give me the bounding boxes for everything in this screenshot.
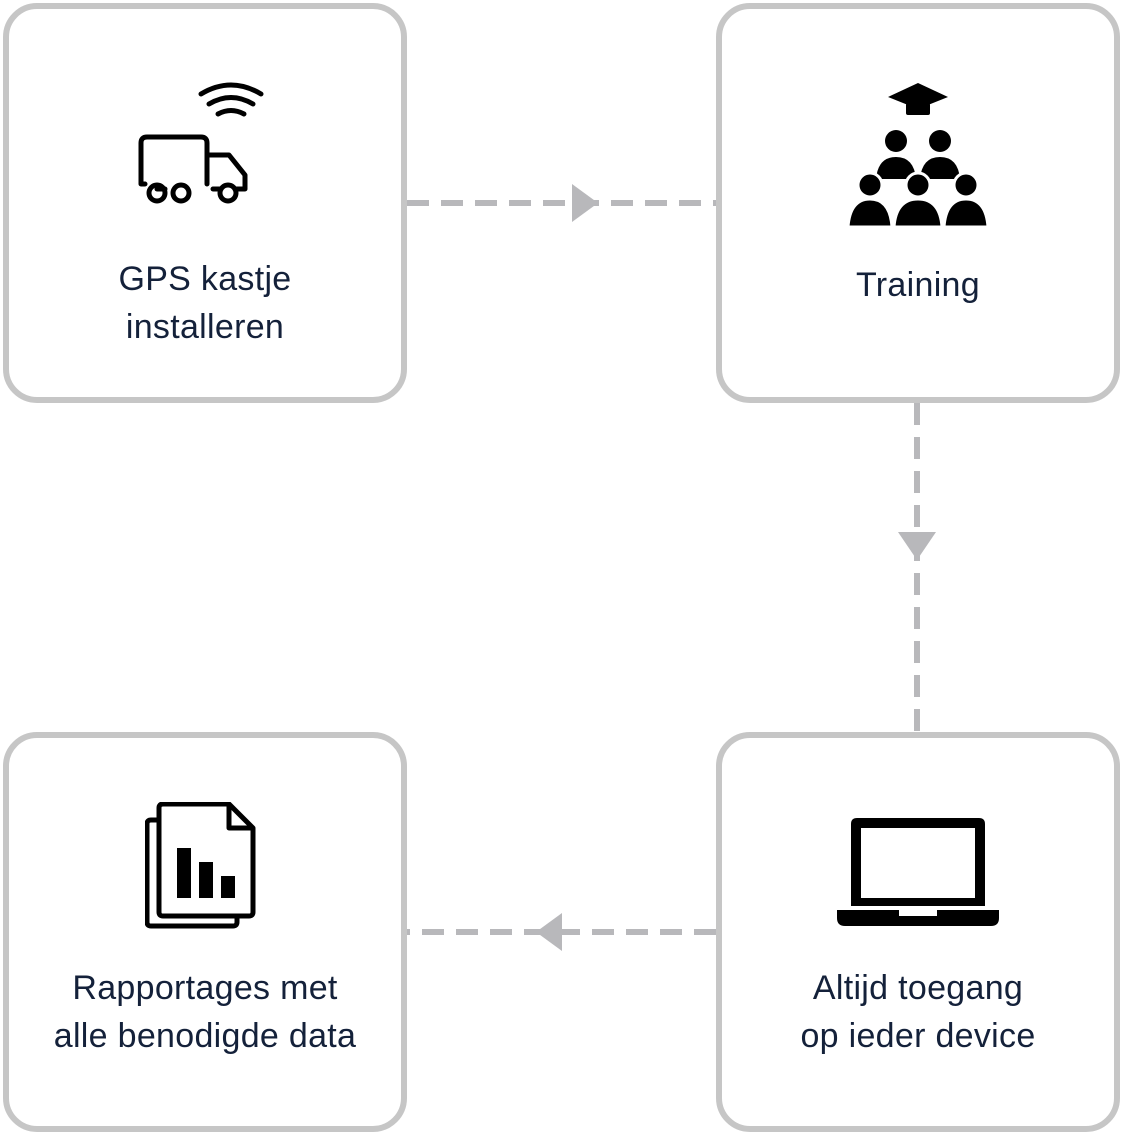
step-label-line: GPS kastje [118, 260, 292, 298]
step-label-line: op ieder device [800, 1017, 1036, 1055]
step-label-line: alle benodigde data [53, 1017, 357, 1055]
step-label-gps: GPS kastje installeren [9, 255, 401, 351]
step-card-reports: Rapportages met alle benodigde data [3, 732, 407, 1132]
report-documents-icon [145, 802, 256, 929]
step-label-reports: Rapportages met alle benodigde data [9, 964, 401, 1060]
step-label-line: Altijd toegang [812, 969, 1024, 1007]
step-label-access: Altijd toegang op ieder device [722, 964, 1114, 1060]
step-card-access: Altijd toegang op ieder device [716, 732, 1120, 1132]
step-label-line: Rapportages met [72, 969, 338, 1007]
step-card-training: Training [716, 3, 1120, 403]
step-label-line: Training [856, 266, 980, 304]
arrow-training-to-access [898, 403, 936, 732]
step-label-training: Training [722, 261, 1114, 309]
graduation-group-icon [848, 83, 988, 229]
step-label-line: installeren [125, 308, 285, 346]
arrow-gps-to-training [407, 184, 716, 222]
arrow-access-to-reports [407, 913, 716, 951]
laptop-icon [837, 818, 999, 926]
truck-wifi-icon [138, 82, 264, 204]
step-card-gps: GPS kastje installeren [3, 3, 407, 403]
